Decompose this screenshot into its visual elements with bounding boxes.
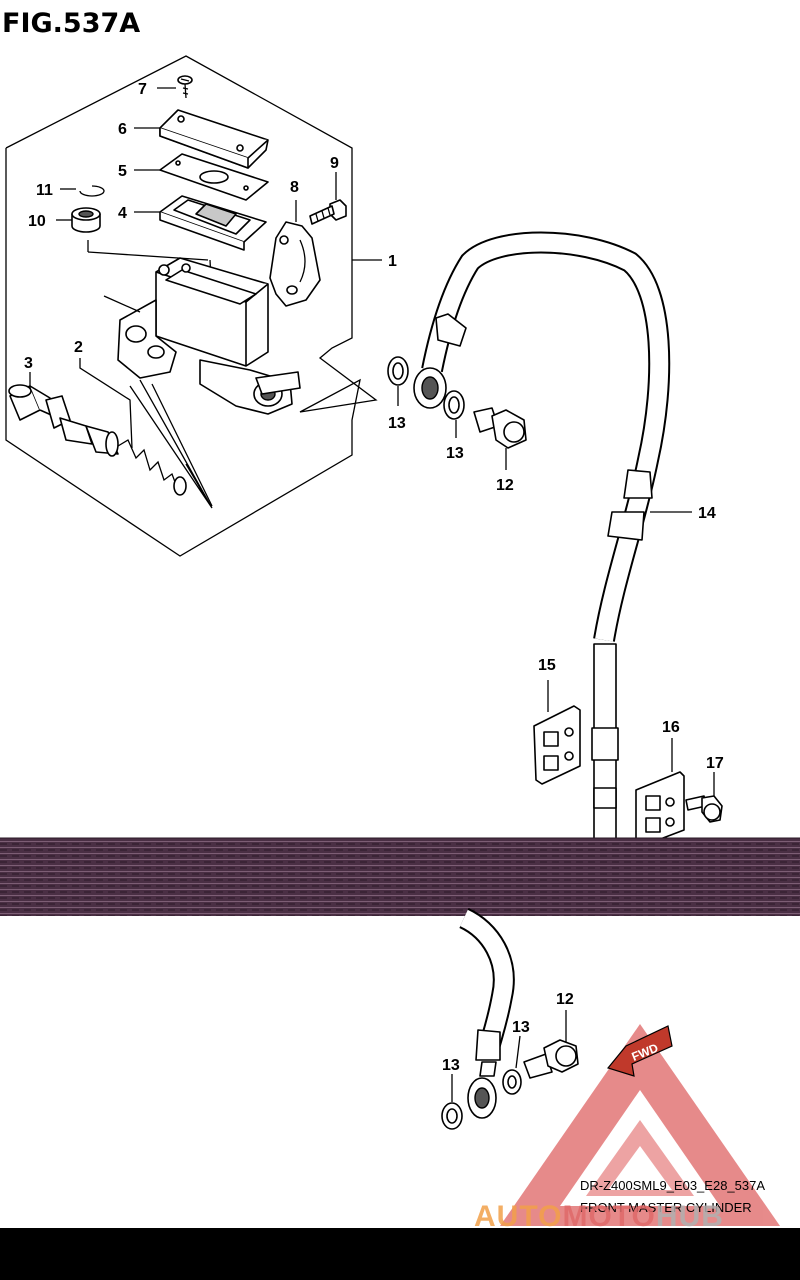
- master-cylinder-1-icon: [117, 257, 301, 415]
- bracket-15-icon: [533, 705, 581, 785]
- callout-8: 8: [290, 179, 299, 196]
- assembly-boundary: [5, 55, 378, 557]
- reservoir-cap-6-icon: [159, 109, 269, 169]
- washer-13d-icon: [441, 1102, 463, 1130]
- callout-11: 11: [36, 182, 53, 199]
- diaphragm-4-icon: [159, 195, 267, 251]
- washer-13-icon: [387, 356, 409, 386]
- callout-1: 1: [388, 253, 397, 270]
- washer-13b-icon: [443, 390, 465, 420]
- callout-13c: 13: [512, 1019, 530, 1036]
- callout-15: 15: [538, 657, 556, 674]
- bottom-bar: [0, 1228, 800, 1280]
- image-band: [0, 838, 800, 916]
- watermark-hub: HUB: [656, 1200, 724, 1233]
- watermark-brand: AUTOMOTOHUB: [474, 1200, 724, 1233]
- diagram-name: FRONT MASTER CYLINDER: [580, 1200, 752, 1215]
- brake-hose-14-icon: [413, 231, 671, 861]
- callout-2: 2: [74, 339, 83, 356]
- callout-6: 6: [118, 121, 127, 138]
- watermark-auto: AUTO: [474, 1200, 562, 1233]
- callout-13d: 13: [442, 1057, 460, 1074]
- callout-12a: 12: [496, 477, 514, 494]
- assembly-leader: [129, 379, 213, 509]
- diagram-code: DR-Z400SML9_E03_E28_537A: [580, 1178, 765, 1193]
- screw-7-icon: [177, 75, 193, 99]
- assembly-leader: [103, 295, 141, 313]
- callout-5: 5: [118, 163, 127, 180]
- callout-9: 9: [330, 155, 339, 172]
- watermark-moto: MOTO: [562, 1200, 655, 1233]
- callout-12b: 12: [556, 991, 574, 1008]
- washer-13c-icon: [502, 1069, 522, 1095]
- bracket-16-icon: [635, 771, 685, 847]
- callout-16: 16: [662, 719, 680, 736]
- brake-hose-lower-icon: [458, 908, 515, 1119]
- callout-3: 3: [24, 355, 33, 372]
- callout-13b: 13: [446, 445, 464, 462]
- watermark-logo: [500, 1024, 780, 1226]
- cap-plate-5-icon: [159, 153, 269, 201]
- callout-13a: 13: [388, 415, 406, 432]
- union-bolt-12-icon: [473, 407, 527, 449]
- callout-7: 7: [138, 81, 147, 98]
- callout-14: 14: [698, 505, 716, 522]
- figure-title: FIG.537A: [2, 8, 140, 39]
- union-bolt-12b-icon: [523, 1039, 579, 1079]
- piston-3-icon: [8, 384, 59, 421]
- circlip-11-icon: [79, 185, 105, 197]
- clamp-8-icon: [269, 221, 321, 307]
- callout-4: 4: [118, 205, 127, 222]
- callout-17: 17: [706, 755, 724, 772]
- boot-10-icon: [71, 207, 101, 233]
- bolt-9-icon: [309, 199, 347, 225]
- piston-2-icon: [45, 395, 187, 496]
- bolt-17-icon: [685, 795, 723, 823]
- callout-10: 10: [28, 213, 46, 230]
